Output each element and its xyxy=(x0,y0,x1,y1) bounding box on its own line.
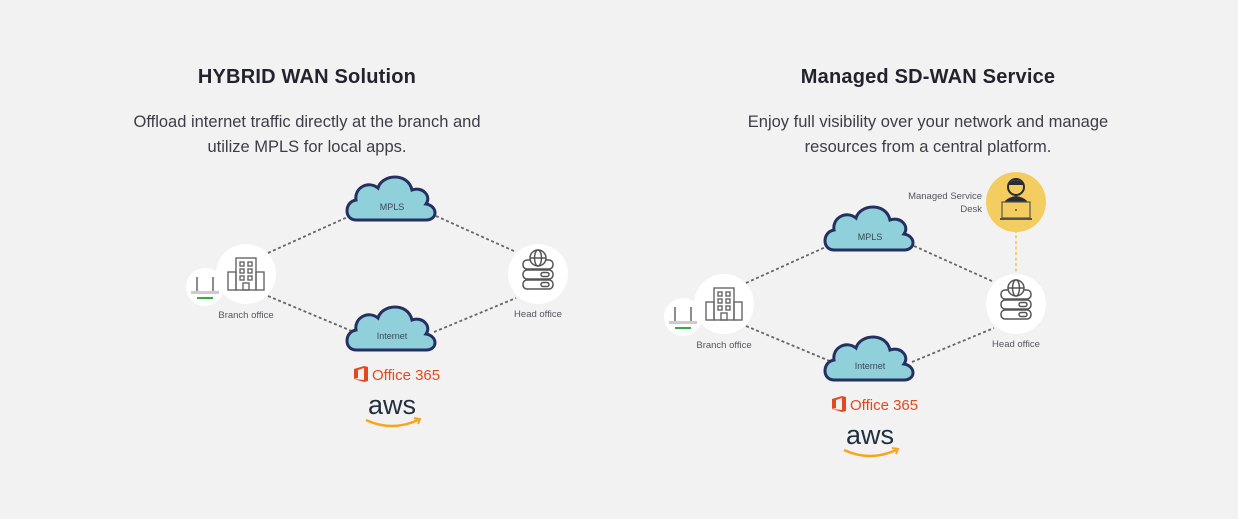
aws-smile-icon xyxy=(843,448,897,458)
office365-logo: Office 365 xyxy=(832,396,918,414)
hybrid-wan-diagram: MPLS Internet xyxy=(186,175,568,428)
office-icon xyxy=(354,366,368,382)
svg-text:Office 365: Office 365 xyxy=(850,397,918,414)
mpls-label: MPLS xyxy=(858,232,883,242)
router-icon xyxy=(664,298,702,336)
branch-office-label: Branch office xyxy=(696,340,751,351)
office-icon xyxy=(832,396,846,412)
branch-office-icon xyxy=(694,274,754,334)
connection-lines xyxy=(267,214,517,333)
managed-sdwan-diagram: MPLS Internet Branch office xyxy=(664,172,1046,458)
managed-sdwan-panel: Managed SD-WAN Service Enjoy full visibi… xyxy=(618,0,1238,519)
service-desk-agent-icon xyxy=(986,172,1046,232)
head-office-server-icon xyxy=(508,244,568,304)
internet-cloud-icon: Internet xyxy=(345,305,437,352)
panel-title: HYBRID WAN Solution xyxy=(197,66,417,88)
connection-lines xyxy=(745,244,995,363)
svg-text:Office 365: Office 365 xyxy=(372,367,440,384)
internet-label: Internet xyxy=(855,361,886,371)
aws-logo: aws xyxy=(843,420,900,458)
internet-cloud-icon: Internet xyxy=(823,335,915,382)
head-office-label: Head office xyxy=(514,309,562,320)
panel-description: Enjoy full visibility over your network … xyxy=(747,113,1109,156)
router-icon xyxy=(186,268,224,306)
mpls-cloud-icon: MPLS xyxy=(345,175,437,222)
aws-logo: aws xyxy=(365,390,422,428)
head-office-label: Head office xyxy=(992,339,1040,350)
service-desk-label-line1: Managed Service xyxy=(908,191,982,202)
svg-text:aws: aws xyxy=(368,390,416,420)
office365-logo: Office 365 xyxy=(354,366,440,384)
head-office-server-icon xyxy=(986,274,1046,334)
panel-title: Managed SD-WAN Service xyxy=(800,66,1056,88)
panel-description: Offload internet traffic directly at the… xyxy=(133,113,481,156)
service-desk-label-line2: Desk xyxy=(960,204,982,215)
svg-text:aws: aws xyxy=(846,420,894,450)
branch-office-label: Branch office xyxy=(218,310,273,321)
mpls-cloud-icon: MPLS xyxy=(823,205,915,252)
mpls-label: MPLS xyxy=(380,202,405,212)
branch-office-icon xyxy=(216,244,276,304)
hybrid-wan-panel: HYBRID WAN Solution Offload internet tra… xyxy=(133,66,568,428)
aws-smile-icon xyxy=(365,418,419,428)
internet-label: Internet xyxy=(377,331,408,341)
